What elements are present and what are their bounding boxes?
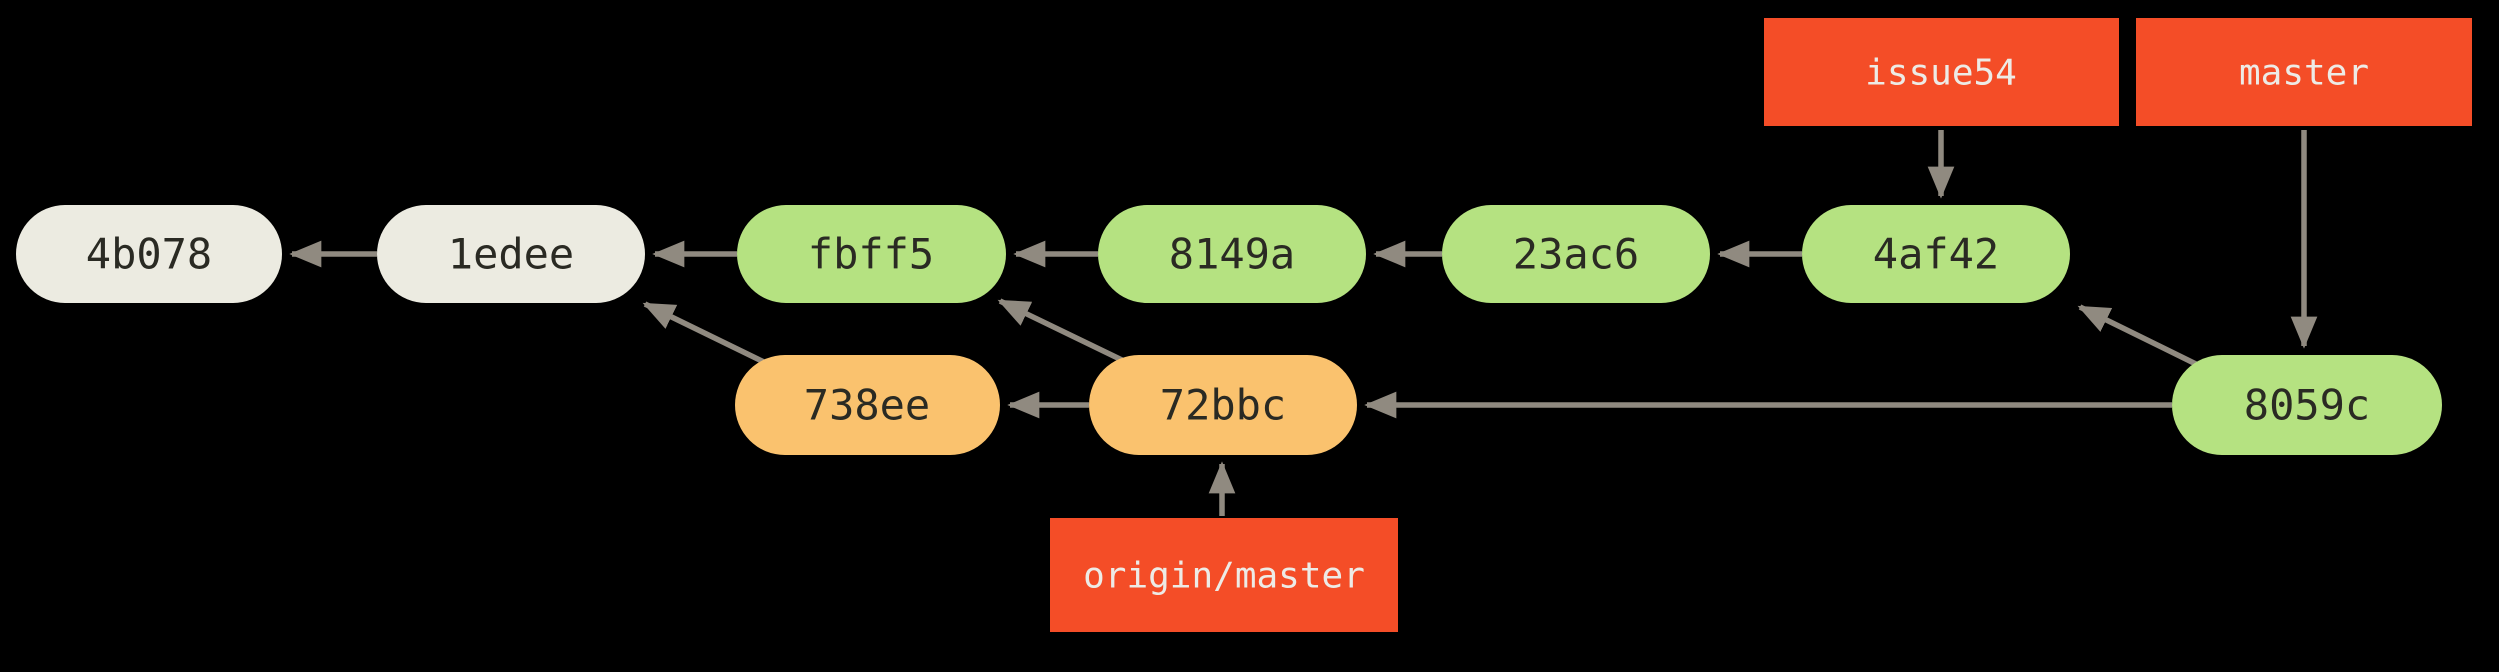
commit-hash: 1edee	[448, 230, 574, 279]
commit-hash: 23ac6	[1513, 230, 1639, 279]
branch-label-master: master	[2136, 18, 2472, 126]
commit-pill	[1089, 355, 1357, 455]
commit-hash: 72bbc	[1160, 381, 1286, 430]
commit-pill	[2172, 355, 2442, 455]
commit-node-4af42: 4af42	[1802, 205, 2070, 303]
commit-hash: 4b078	[86, 230, 212, 279]
branch-label-issue54: issue54	[1764, 18, 2119, 126]
branch-name: master	[2239, 53, 2369, 94]
branch-name: origin/master	[1083, 556, 1365, 597]
commit-pill	[1802, 205, 2070, 303]
commit-node-1edee: 1edee	[377, 205, 645, 303]
edge-738ee-to-1edee	[642, 301, 774, 369]
commit-pill	[735, 355, 1000, 455]
commit-node-fbff5: fbff5	[737, 205, 1006, 303]
edge-8059c-to-4af42	[2077, 304, 2206, 371]
branch-label-box	[1764, 18, 2119, 126]
commit-node-23ac6: 23ac6	[1442, 205, 1710, 303]
commit-node-8059c: 8059c	[2172, 355, 2442, 455]
commit-node-4b078: 4b078	[16, 205, 282, 303]
commit-pill	[16, 205, 282, 303]
commit-pill	[1098, 205, 1366, 303]
commit-pill	[377, 205, 645, 303]
branch-name: issue54	[1865, 53, 2017, 94]
branch-label-box	[2136, 18, 2472, 126]
commit-hash: 8149a	[1169, 230, 1295, 279]
commit-pill	[1442, 205, 1710, 303]
commit-node-8149a: 8149a	[1098, 205, 1366, 303]
commit-hash: fbff5	[808, 230, 934, 279]
commit-hash: 8059c	[2244, 381, 2370, 430]
commit-pill	[737, 205, 1006, 303]
branch-label-box	[1050, 518, 1398, 632]
commit-node-738ee: 738ee	[735, 355, 1000, 455]
edge-72bbc-to-fbff5	[997, 298, 1128, 365]
commit-node-72bbc: 72bbc	[1089, 355, 1357, 455]
commit-hash: 4af42	[1873, 230, 1999, 279]
commit-hash: 738ee	[804, 381, 930, 430]
branch-label-origin-master: origin/master	[1050, 518, 1398, 632]
